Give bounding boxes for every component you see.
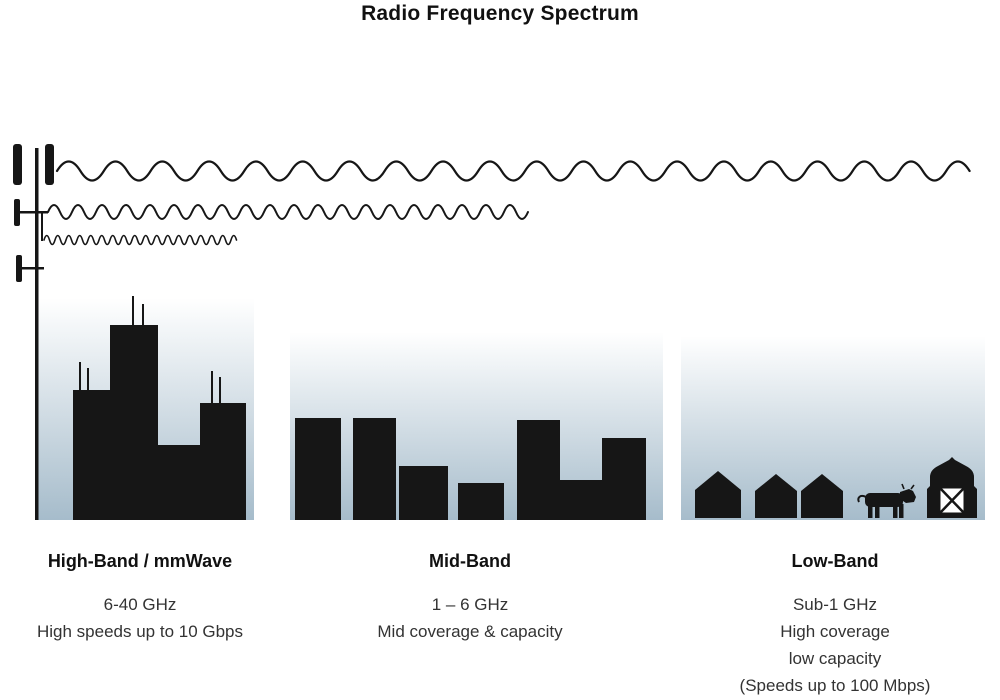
low-band-description2: low capacity bbox=[788, 649, 882, 668]
cell-tower-icon bbox=[13, 144, 54, 520]
building bbox=[458, 483, 504, 520]
building bbox=[353, 418, 396, 520]
antenna-panel bbox=[13, 144, 22, 185]
mid-band-frequency: 1 – 6 GHz bbox=[431, 595, 509, 614]
antenna-crossarm bbox=[14, 211, 48, 214]
building bbox=[158, 445, 200, 520]
rural-scene bbox=[695, 457, 977, 518]
low-band-frequency: Sub-1 GHz bbox=[792, 595, 878, 614]
low-band-details: Sub-1 GHz High coverage low capacity (Sp… bbox=[700, 591, 970, 699]
high-band-details: 6-40 GHz High speeds up to 10 Gbps bbox=[10, 591, 270, 645]
high-band-label: High-Band / mmWave bbox=[47, 551, 233, 571]
house-icon bbox=[755, 474, 797, 518]
diagram-title: Radio Frequency Spectrum bbox=[361, 2, 639, 25]
midrise-skyline bbox=[295, 418, 646, 520]
building bbox=[73, 390, 111, 520]
antenna-crossarm bbox=[16, 267, 44, 270]
low-band-speed: (Speeds up to 100 Mbps) bbox=[739, 676, 931, 695]
building bbox=[200, 403, 246, 520]
building bbox=[602, 438, 646, 520]
high-band-frequency: 6-40 GHz bbox=[103, 595, 177, 614]
building bbox=[295, 418, 341, 520]
building-antennas bbox=[79, 296, 221, 403]
building bbox=[517, 420, 560, 520]
low-band-label: Low-Band bbox=[791, 551, 879, 571]
low-frequency-wave bbox=[55, 160, 971, 182]
antenna-panel bbox=[45, 144, 54, 185]
building bbox=[110, 325, 158, 520]
building bbox=[399, 466, 448, 520]
house-icon bbox=[801, 474, 843, 518]
mid-band-details: 1 – 6 GHz Mid coverage & capacity bbox=[340, 591, 600, 645]
high-frequency-wave bbox=[43, 234, 238, 246]
antenna-feed bbox=[41, 213, 43, 241]
tower-pole bbox=[35, 148, 39, 520]
mid-band-description: Mid coverage & capacity bbox=[377, 622, 563, 641]
medium-frequency-wave bbox=[47, 204, 529, 220]
building bbox=[560, 480, 604, 520]
cow-icon bbox=[857, 483, 916, 518]
barn-door-cross bbox=[938, 486, 966, 515]
high-band-description: High speeds up to 10 Gbps bbox=[36, 622, 244, 641]
mid-band-label: Mid-Band bbox=[429, 551, 511, 571]
low-band-description: High coverage bbox=[780, 622, 890, 641]
barn-icon bbox=[927, 457, 977, 518]
city-skyline bbox=[73, 296, 246, 520]
house-icon bbox=[695, 471, 741, 518]
